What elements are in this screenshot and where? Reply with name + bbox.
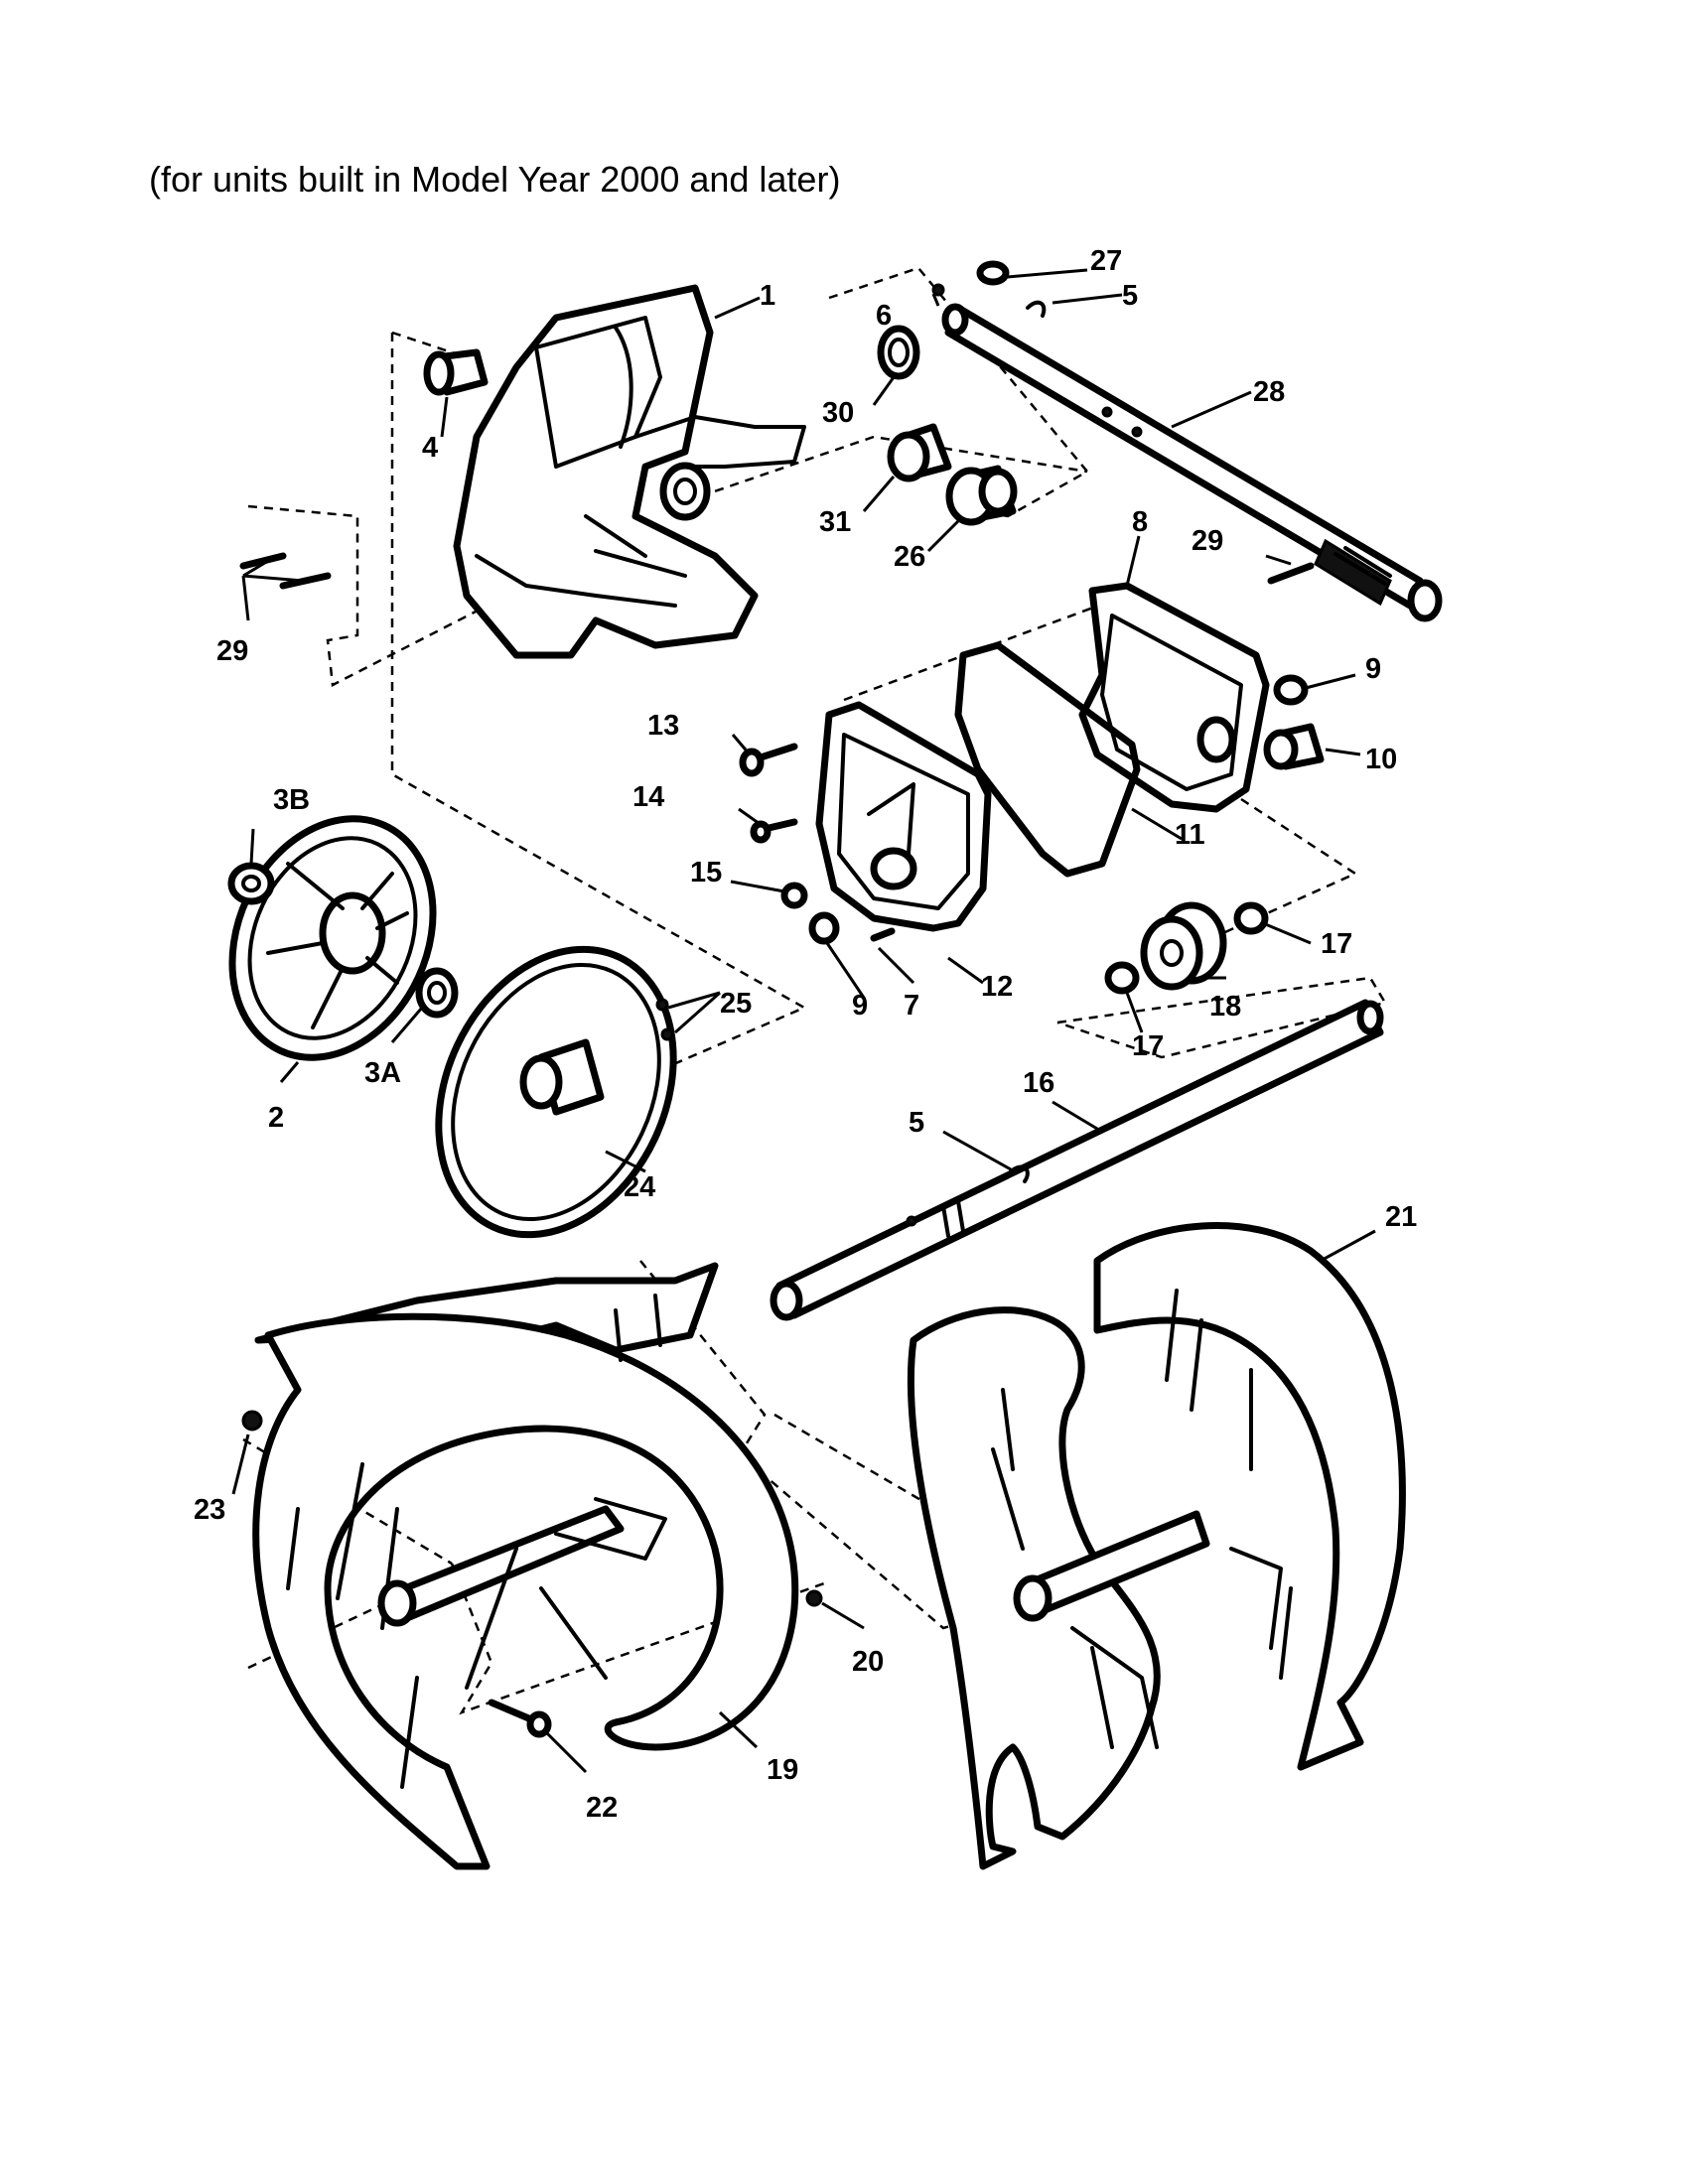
callout-2: 2 (268, 1102, 284, 1134)
callout-labels: 1 2 3A 3B 4 5 5 6 7 8 9 9 10 11 12 13 14… (194, 245, 1417, 1824)
callout-leader-lines (231, 268, 1376, 1774)
bolt-part-23 (241, 1410, 263, 1432)
callout-26: 26 (894, 541, 925, 573)
callout-25: 25 (720, 988, 752, 1020)
auger-shaft-part-16 (770, 999, 1384, 1321)
gasket-part-11 (954, 641, 1141, 878)
bearing-part-31 (887, 423, 952, 482)
bearing-part-26 (945, 465, 1018, 526)
callout-29-left: 29 (216, 635, 248, 667)
callout-7: 7 (904, 990, 919, 1022)
shear-pin-part-5-lower (1009, 1164, 1030, 1183)
pulley-part-2 (228, 815, 437, 1061)
nut-part-20 (805, 1589, 823, 1607)
callout-11: 11 (1175, 819, 1205, 851)
callout-3A: 3A (364, 1057, 401, 1089)
washer-part-17-left (1104, 961, 1140, 995)
roll-pin-part-29-right (1267, 562, 1315, 585)
callout-12: 12 (981, 971, 1013, 1003)
callout-9-upper: 9 (1365, 653, 1381, 685)
callout-20: 20 (852, 1646, 884, 1678)
callout-3B: 3B (273, 784, 310, 816)
callout-5-upper: 5 (1122, 280, 1138, 312)
auger-flight-part-19 (252, 1262, 799, 1870)
callout-8: 8 (1132, 506, 1148, 538)
callout-23: 23 (194, 1494, 225, 1526)
bolt-part-22 (488, 1699, 552, 1738)
callout-17-left: 17 (1132, 1030, 1164, 1062)
gear-case-part-8 (1078, 582, 1270, 813)
shaft-part-28 (941, 303, 1443, 622)
callout-18: 18 (1209, 991, 1241, 1023)
bearing-part-3B (227, 862, 275, 905)
set-screws-part-25 (655, 998, 674, 1041)
callout-27: 27 (1090, 245, 1122, 277)
callout-29-right: 29 (1192, 525, 1223, 557)
washer-part-17-right (1233, 901, 1269, 935)
callout-10: 10 (1365, 744, 1397, 775)
callout-24: 24 (624, 1171, 655, 1203)
callout-21: 21 (1385, 1201, 1417, 1233)
callout-16: 16 (1023, 1067, 1054, 1099)
callout-17-right: 17 (1321, 928, 1352, 960)
callout-1: 1 (760, 280, 775, 312)
callout-31: 31 (819, 506, 851, 538)
washer-part-9-lower (808, 911, 840, 945)
callout-19: 19 (767, 1754, 798, 1786)
worm-gear-part-18 (1140, 901, 1227, 991)
callout-15: 15 (690, 857, 722, 888)
auger-flight-part-21 (907, 1222, 1406, 1870)
roll-pins-part-29-left (239, 552, 332, 590)
diagram-title: (for units built in Model Year 2000 and … (149, 159, 841, 200)
callout-22: 22 (586, 1792, 618, 1824)
housing-part-1 (453, 284, 806, 659)
bearing-part-3A (415, 967, 459, 1019)
bushing-part-4 (423, 348, 489, 396)
pulley-part-24 (435, 945, 677, 1239)
callout-5-lower: 5 (909, 1107, 924, 1139)
shaft-small-parts (877, 260, 1047, 380)
bushing-part-10 (1263, 723, 1325, 770)
callout-30: 30 (822, 397, 854, 429)
callout-9-lower: 9 (852, 990, 868, 1022)
washer-part-9-upper (1273, 674, 1309, 706)
callout-14: 14 (632, 781, 664, 813)
callout-6: 6 (876, 300, 892, 332)
callout-13: 13 (647, 710, 679, 742)
gear-case-cover-part-12 (815, 701, 992, 932)
callout-28: 28 (1253, 376, 1285, 408)
callout-4: 4 (422, 432, 438, 464)
